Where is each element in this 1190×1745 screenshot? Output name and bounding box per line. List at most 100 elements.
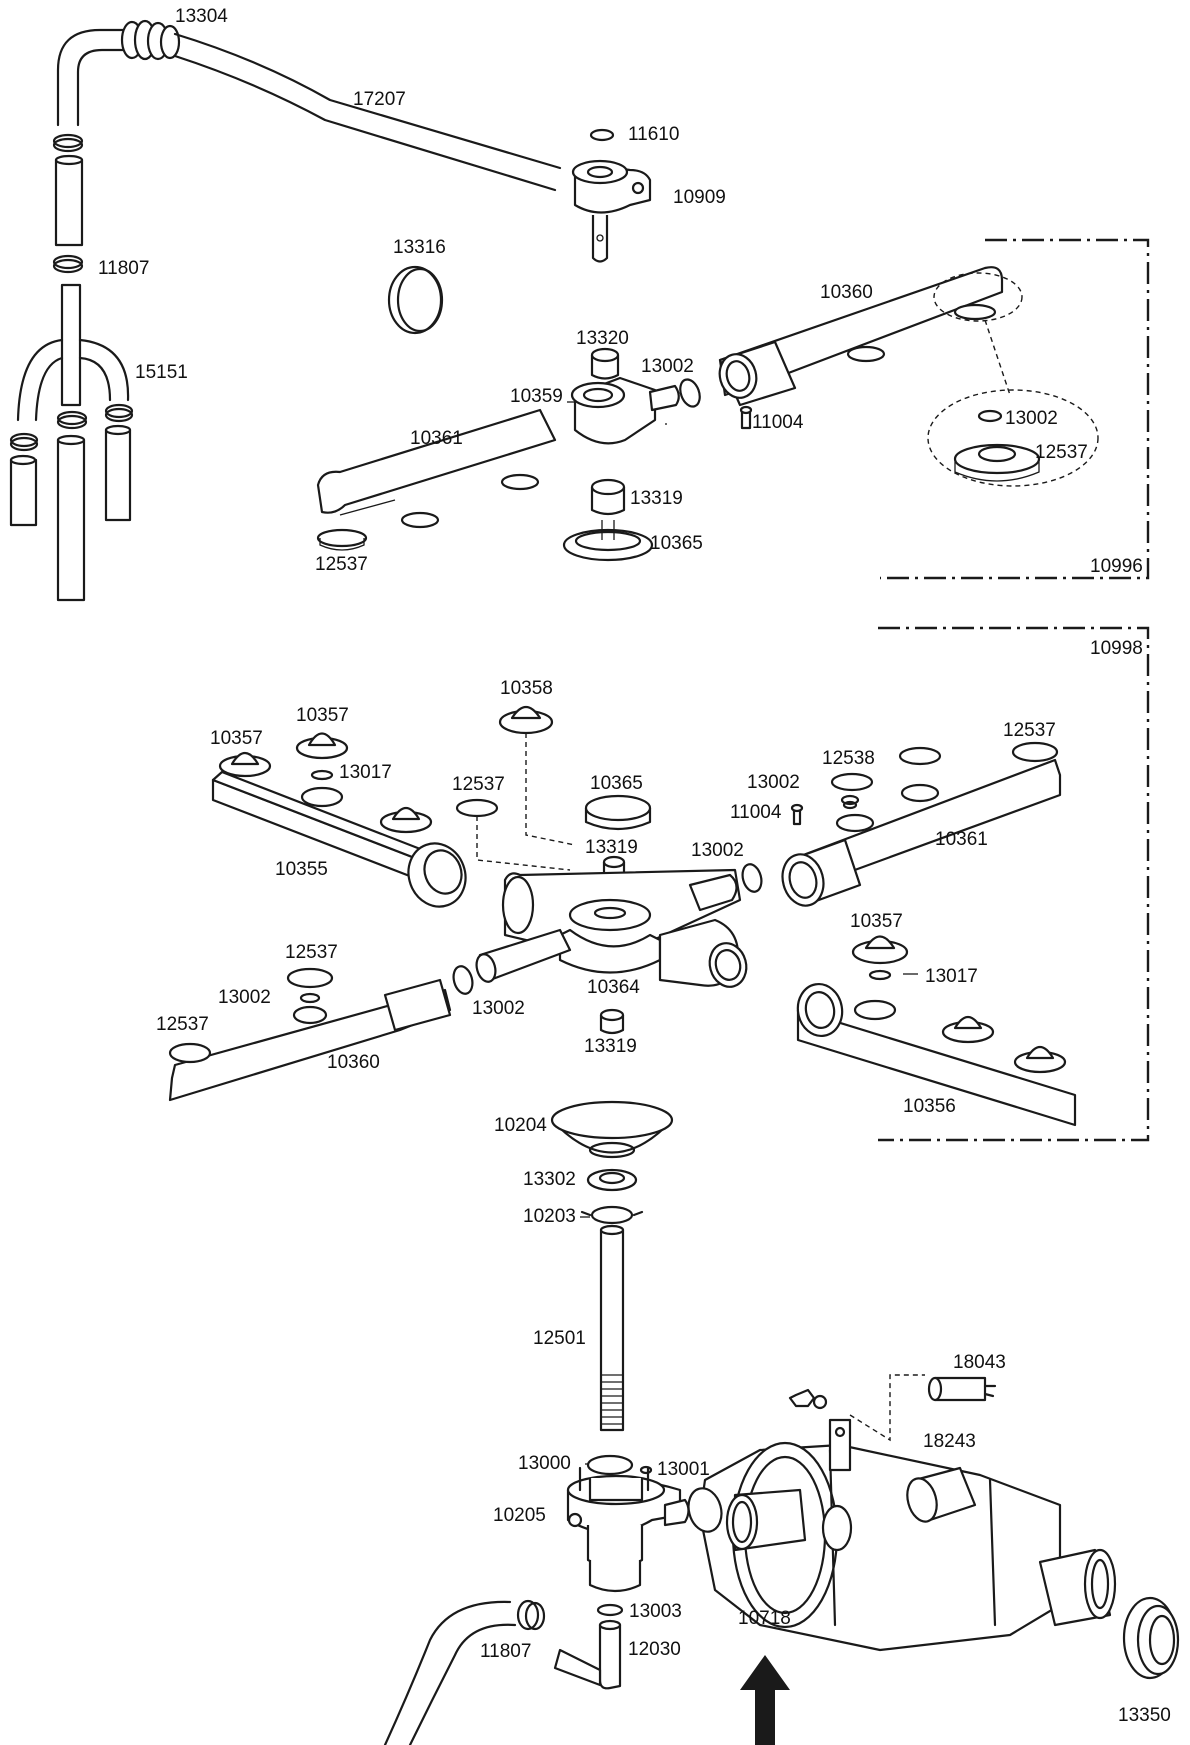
label-13302: 13302 bbox=[523, 1169, 576, 1190]
shaft-12501 bbox=[599, 1224, 625, 1432]
part-labels: 13304 17207 11610 10909 11807 13316 1515… bbox=[98, 6, 1171, 1726]
label-10359: 10359 bbox=[510, 386, 563, 407]
label-10357: 10357 bbox=[296, 705, 349, 726]
nozzle-10358 bbox=[498, 705, 554, 735]
label-10204: 10204 bbox=[494, 1115, 547, 1136]
leader-lines bbox=[339, 401, 918, 1465]
label-10203: 10203 bbox=[523, 1206, 576, 1227]
clip-10203 bbox=[580, 1205, 644, 1225]
label-13002: 13002 bbox=[218, 987, 271, 1008]
label-15151: 15151 bbox=[135, 362, 188, 383]
up-arrow-icon bbox=[740, 1655, 790, 1745]
label-13002: 13002 bbox=[1005, 408, 1058, 429]
label-11807: 11807 bbox=[480, 1641, 531, 1662]
label-10361: 10361 bbox=[410, 428, 463, 449]
cap-13316 bbox=[387, 265, 444, 335]
label-18243: 18243 bbox=[923, 1431, 976, 1452]
label-13002: 13002 bbox=[472, 998, 525, 1019]
label-13001: 13001 bbox=[657, 1459, 710, 1480]
center-stack bbox=[383, 1100, 690, 1745]
label-10909: 10909 bbox=[673, 187, 726, 208]
label-10357: 10357 bbox=[850, 911, 903, 932]
label-12537: 12537 bbox=[315, 554, 368, 575]
screw-11004-lower bbox=[790, 803, 804, 826]
connector-10909 bbox=[571, 159, 652, 263]
label-10718: 10718 bbox=[738, 1608, 791, 1629]
label-13319: 13319 bbox=[584, 1036, 637, 1057]
label-12537: 12537 bbox=[1035, 442, 1088, 463]
label-13319: 13319 bbox=[585, 837, 638, 858]
label-10355: 10355 bbox=[275, 859, 328, 880]
screw-11004-upper bbox=[739, 405, 753, 430]
label-10358: 10358 bbox=[500, 678, 553, 699]
label-18043: 18043 bbox=[953, 1352, 1006, 1373]
nozzle-10357-a bbox=[218, 751, 272, 778]
bushing-13320 bbox=[590, 347, 620, 380]
disc-nut-10365-upper bbox=[562, 520, 654, 562]
label-13002: 13002 bbox=[747, 772, 800, 793]
plug-13350 bbox=[1122, 1596, 1180, 1680]
label-12538: 12538 bbox=[822, 748, 875, 769]
label-13350: 13350 bbox=[1118, 1705, 1171, 1726]
hose-10718 bbox=[687, 1487, 853, 1552]
label-13017: 13017 bbox=[339, 762, 392, 783]
label-10357: 10357 bbox=[210, 728, 263, 749]
label-13000: 13000 bbox=[518, 1453, 571, 1474]
nozzle-10357-d bbox=[851, 935, 909, 965]
pipe-segment-short bbox=[54, 154, 84, 247]
y-branch-15151 bbox=[16, 283, 130, 422]
label-12537: 12537 bbox=[156, 1014, 209, 1035]
nozzle-12537-detail bbox=[953, 443, 1041, 482]
bushing-13319-upper bbox=[590, 478, 626, 516]
nozzle-10357-b bbox=[295, 732, 349, 760]
label-10205: 10205 bbox=[493, 1505, 546, 1526]
pipe-segments-lower bbox=[9, 424, 132, 602]
dish-10204 bbox=[550, 1100, 674, 1159]
washer-13302 bbox=[586, 1168, 638, 1192]
nozzle-10357-c bbox=[379, 806, 433, 834]
elbow-12030 bbox=[553, 1619, 622, 1690]
label-11610: 11610 bbox=[628, 124, 679, 145]
upper-spray-hose-assembly bbox=[9, 19, 652, 602]
label-13319: 13319 bbox=[630, 488, 683, 509]
clamp-upper bbox=[52, 133, 84, 153]
label-10998: 10998 bbox=[1090, 638, 1143, 659]
label-13017: 13017 bbox=[925, 966, 978, 987]
clamps-lower-row bbox=[9, 403, 134, 452]
nozzle-10357-e bbox=[941, 1015, 995, 1044]
housing-10205 bbox=[566, 1466, 690, 1593]
label-10365: 10365 bbox=[590, 773, 643, 794]
label-12537: 12537 bbox=[452, 774, 505, 795]
label-10361: 10361 bbox=[935, 829, 988, 850]
label-13320: 13320 bbox=[576, 328, 629, 349]
bellows-coupling-13304 bbox=[120, 19, 181, 61]
label-10360: 10360 bbox=[820, 282, 873, 303]
nozzle-10357-f bbox=[1013, 1045, 1067, 1074]
clamp-11807-bottom bbox=[516, 1599, 546, 1631]
label-12501: 12501 bbox=[533, 1328, 586, 1349]
label-13316: 13316 bbox=[393, 237, 446, 258]
label-13003: 13003 bbox=[629, 1601, 682, 1622]
label-13002: 13002 bbox=[691, 840, 744, 861]
label-13304: 13304 bbox=[175, 6, 228, 27]
o-ring-11610 bbox=[589, 128, 615, 142]
o-ring-13000 bbox=[586, 1454, 634, 1476]
label-11807: 11807 bbox=[98, 258, 149, 279]
label-11004: 11004 bbox=[730, 802, 782, 823]
capacitor-18043 bbox=[927, 1376, 997, 1402]
clamp-11807-top bbox=[52, 254, 84, 274]
label-12537: 12537 bbox=[285, 942, 338, 963]
label-10356: 10356 bbox=[903, 1096, 956, 1117]
label-11004: 11004 bbox=[752, 412, 804, 433]
disc-nut-10365-lower bbox=[584, 794, 652, 831]
label-10364: 10364 bbox=[587, 977, 640, 998]
label-13002: 13002 bbox=[641, 356, 694, 377]
label-10365: 10365 bbox=[650, 533, 703, 554]
label-10996: 10996 bbox=[1090, 556, 1143, 577]
label-12030: 12030 bbox=[628, 1639, 681, 1660]
label-10360: 10360 bbox=[327, 1052, 380, 1073]
lower-spray-arm-group-10998 bbox=[168, 626, 1150, 1142]
upper-spray-arm-group-10996 bbox=[316, 238, 1150, 580]
label-17207: 17207 bbox=[353, 89, 406, 110]
